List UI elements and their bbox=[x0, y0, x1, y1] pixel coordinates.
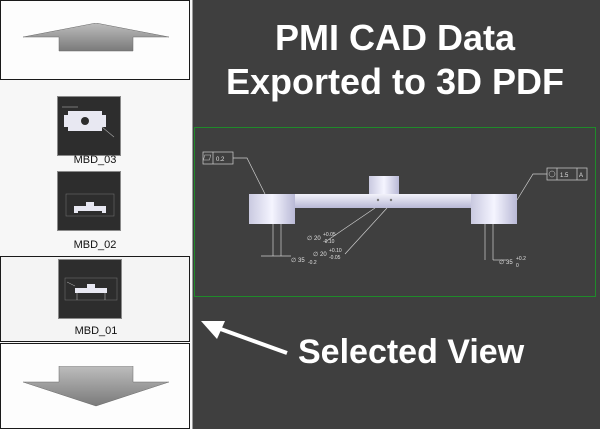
dim-mid2-minus: -0.05 bbox=[329, 255, 341, 261]
thumbnail-image bbox=[57, 171, 121, 231]
view-thumbnail-mbd-03[interactable]: MBD_03 bbox=[0, 96, 190, 166]
view-list-panel: MBD_03 MBD_02 MBD_01 bbox=[0, 0, 193, 429]
dim-right-plus: +0.2 bbox=[516, 256, 526, 262]
arrow-up-icon bbox=[23, 23, 169, 52]
selected-view-callout: Selected View bbox=[298, 333, 525, 371]
thumbnail-image bbox=[57, 96, 121, 156]
dim-mid1-diameter-icon: ∅ bbox=[307, 235, 312, 242]
dim-left-base: 35 bbox=[298, 258, 305, 264]
dim-left-diameter-icon: ∅ bbox=[291, 257, 296, 264]
scroll-down-button[interactable] bbox=[0, 343, 190, 429]
dim-mid2-base: 20 bbox=[320, 252, 327, 258]
part-right-flange bbox=[471, 194, 517, 224]
thumbnail-label: MBD_02 bbox=[73, 239, 117, 251]
pointer-arrow-icon bbox=[201, 321, 288, 355]
part-boss bbox=[369, 176, 399, 196]
cad-part-view: 0.2 1.5 A ∅ 35 -0.2 ∅ 20 +0.05 -0.10 ∅ 2… bbox=[202, 151, 588, 269]
page-title: PMI CAD Data Exported to 3D PDF bbox=[195, 16, 595, 104]
dim-right-diameter-icon: ∅ bbox=[499, 259, 504, 266]
dim-mid1-base: 20 bbox=[314, 236, 321, 242]
dim-mid1-plus: +0.05 bbox=[323, 232, 336, 238]
flatness-value: 0.2 bbox=[216, 157, 225, 163]
3d-viewport[interactable]: 0.2 1.5 A ∅ 35 -0.2 ∅ 20 +0.05 -0.10 ∅ 2… bbox=[194, 127, 596, 297]
view-thumbnail-mbd-02[interactable]: MBD_02 bbox=[0, 171, 190, 251]
dim-right-base: 35 bbox=[506, 260, 513, 266]
datum-label: A bbox=[579, 173, 583, 179]
position-value: 1.5 bbox=[560, 173, 569, 179]
dim-left-tol: -0.2 bbox=[308, 260, 317, 266]
title-line-2: Exported to 3D PDF bbox=[225, 61, 565, 102]
title-line-1: PMI CAD Data bbox=[274, 17, 516, 58]
thumbnail-label: MBD_03 bbox=[73, 154, 117, 166]
dim-mid1-minus: -0.10 bbox=[323, 239, 335, 245]
thumbnail-label: MBD_01 bbox=[74, 325, 118, 337]
pmi-position-frame: 1.5 A bbox=[546, 167, 588, 181]
dim-mid2-diameter-icon: ∅ bbox=[313, 251, 318, 258]
part-bar bbox=[249, 194, 517, 208]
thumbnail-image bbox=[58, 259, 122, 319]
dim-mid2-plus: +0.10 bbox=[329, 248, 342, 254]
scroll-up-button[interactable] bbox=[0, 0, 190, 80]
dim-right-minus: 0 bbox=[516, 263, 519, 269]
arrow-down-icon bbox=[23, 366, 169, 407]
pmi-flatness-frame: 0.2 bbox=[202, 151, 234, 165]
part-left-flange bbox=[249, 194, 295, 224]
view-thumbnail-mbd-01[interactable]: MBD_01 bbox=[0, 256, 190, 342]
